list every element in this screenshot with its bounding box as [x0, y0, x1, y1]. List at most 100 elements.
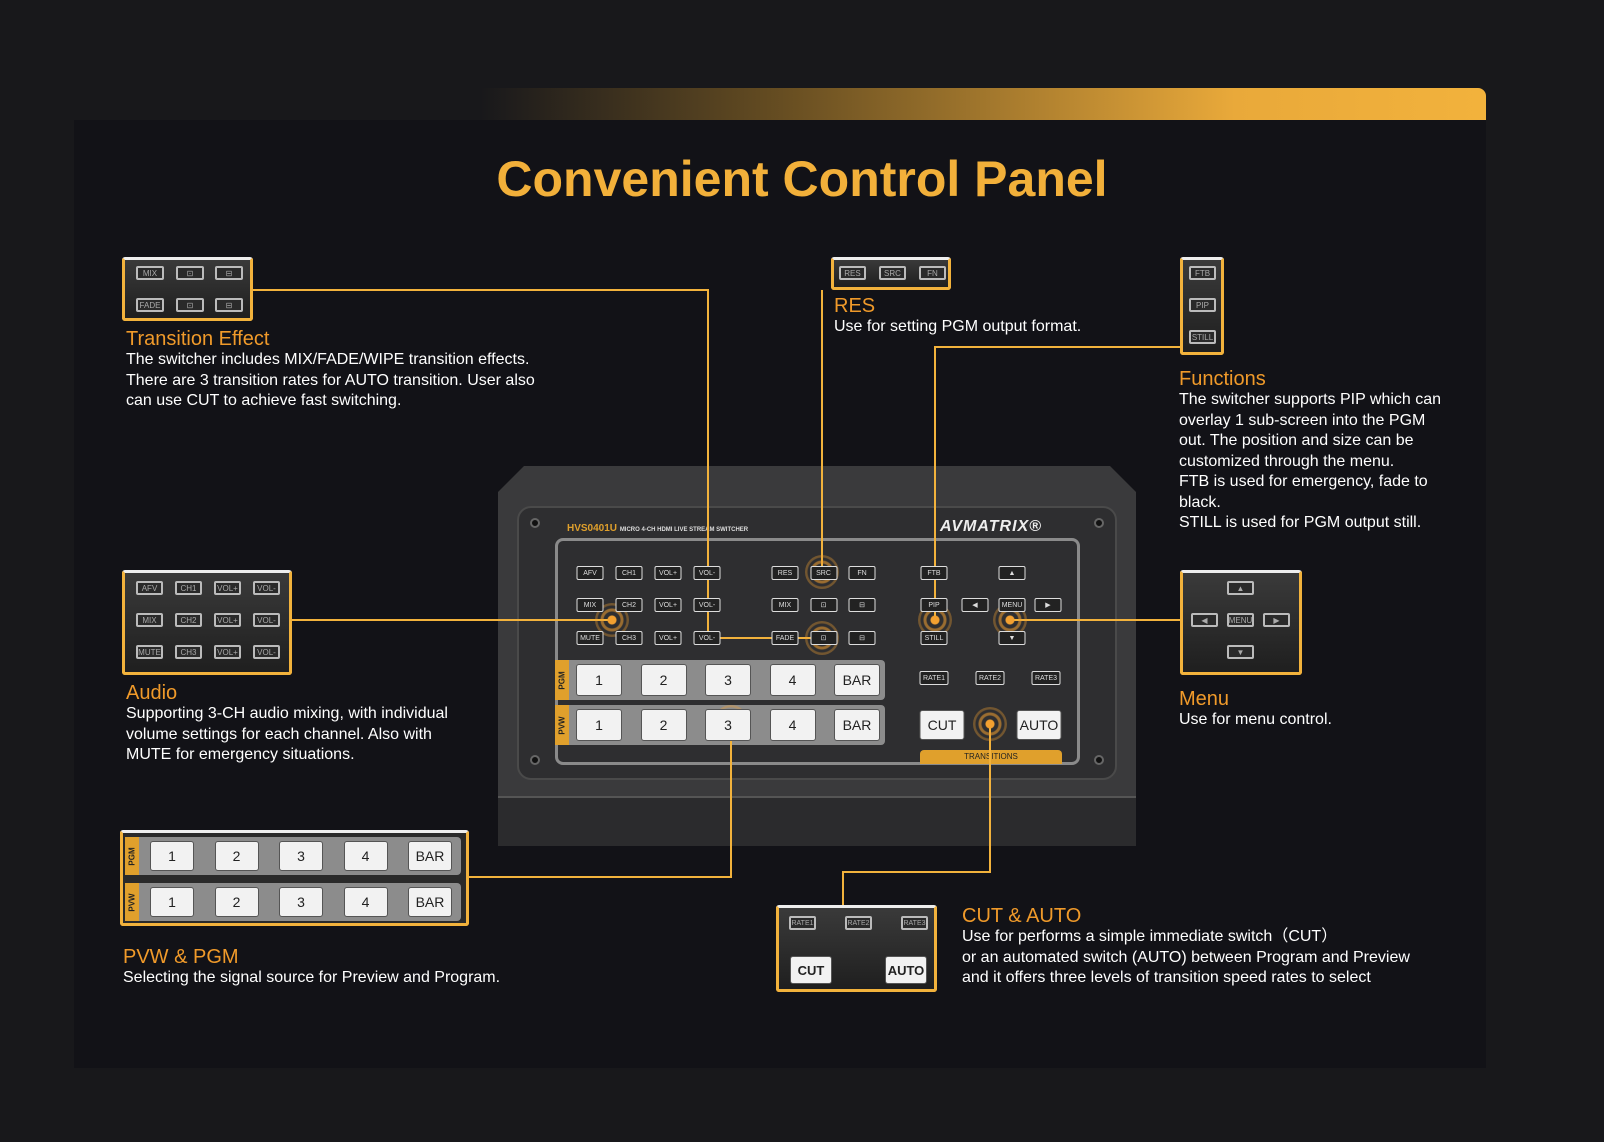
wipe-button-fade[interactable]: FADE [771, 631, 799, 645]
inset-button-res: RES [839, 266, 866, 280]
description-line: MUTE for emergency situations. [126, 746, 355, 763]
pvw-key-3[interactable]: 3 [705, 709, 751, 741]
button-src[interactable]: SRC [810, 566, 837, 580]
pvw-tag: PVW [555, 705, 569, 745]
pgm-key-2[interactable]: 2 [640, 664, 687, 696]
wipe-button-icon[interactable]: ⊡ [810, 598, 837, 612]
inset-button-icon: ⊟ [215, 266, 243, 280]
pvw-pgm-leader-line [468, 722, 732, 878]
description-line: STILL is used for PGM output still. [1179, 514, 1422, 531]
inset-key-2: 2 [214, 887, 259, 917]
audio-button-ch1[interactable]: CH1 [615, 566, 643, 580]
audio-button-vol[interactable]: VOL- [693, 598, 721, 612]
inset-button-icon: ▼ [1227, 645, 1254, 659]
arrow-right-button[interactable]: ▶ [1034, 598, 1062, 612]
description-line: black. [1179, 493, 1221, 511]
rate-button-2[interactable]: RATE2 [975, 671, 1005, 685]
pgm-key-bar[interactable]: BAR [834, 664, 880, 696]
pvw-key-1[interactable]: 1 [576, 709, 622, 741]
audio-button-ch2[interactable]: CH2 [615, 598, 643, 612]
menu-text: Use for menu control. [1179, 710, 1332, 731]
screw-icon [530, 518, 540, 528]
pgm-key-3[interactable]: 3 [705, 664, 751, 696]
arrow-left-button[interactable]: ◀ [961, 598, 989, 612]
cut-auto-title: CUT & AUTO [962, 905, 1082, 927]
inset-button-pip: PIP [1189, 298, 1216, 312]
inset-button-ftb: FTB [1189, 266, 1216, 280]
transition-effect-text: The switcher includes MIX/FADE/WIPE tran… [126, 350, 535, 412]
menu-title: Menu [1179, 688, 1230, 710]
audio-button-vol[interactable]: VOL+ [654, 598, 682, 612]
header-accent-bar [480, 88, 1486, 122]
inset-button-mix: MIX [136, 266, 164, 280]
audio-button-vol[interactable]: VOL- [693, 566, 721, 580]
description-line: out. The position and size can be [1179, 432, 1414, 449]
inset-rate-2: RATE2 [845, 916, 872, 930]
model-description: MICRO 4-CH HDMI LIVE STREAM SWITCHER [619, 527, 749, 533]
wipe-button-icon[interactable]: ⊟ [848, 631, 876, 645]
res-text: Use for setting PGM output format. [834, 317, 1081, 338]
arrow-up-button[interactable]: ▲ [998, 566, 1026, 580]
inset-button-mix: MIX [136, 613, 163, 627]
audio-button-vol[interactable]: VOL+ [654, 566, 682, 580]
inset-rate-3: RATE3 [901, 916, 928, 930]
functions-title: Functions [1179, 368, 1266, 390]
inset-auto-button: AUTO [885, 956, 927, 984]
highlight-ring-icon [973, 707, 1007, 741]
inset-button-fade: FADE [136, 298, 164, 312]
rate-button-3[interactable]: RATE3 [1031, 671, 1061, 685]
button-res[interactable]: RES [771, 566, 799, 580]
audio-button-ch3[interactable]: CH3 [615, 631, 643, 645]
menu-button[interactable]: MENU [998, 598, 1026, 612]
inset-button-vol: VOL+ [214, 581, 241, 595]
wipe-button-icon[interactable]: ⊟ [848, 598, 876, 612]
pvw-pgm-text: Selecting the signal source for Preview … [123, 968, 500, 989]
rate-button-1[interactable]: RATE1 [919, 671, 949, 685]
pvw-key-bar[interactable]: BAR [834, 709, 880, 741]
description-line: Use for menu control. [1179, 711, 1332, 728]
description-line: Use for setting PGM output format. [834, 318, 1082, 335]
audio-button-mute[interactable]: MUTE [576, 631, 604, 645]
arrow-down-button[interactable]: ▼ [998, 631, 1026, 645]
function-button-pip[interactable]: PIP [920, 598, 948, 612]
pvw-key-2[interactable]: 2 [640, 709, 687, 741]
auto-button[interactable]: AUTO [1016, 710, 1062, 740]
description-line: customized through the menu. [1179, 452, 1395, 470]
inset-key-3: 3 [279, 887, 323, 917]
pvw-key-4[interactable]: 4 [769, 709, 816, 741]
audio-button-vol[interactable]: VOL+ [654, 631, 682, 645]
button-fn[interactable]: FN [848, 566, 876, 580]
audio-button-mix[interactable]: MIX [576, 598, 604, 612]
pgm-key-1[interactable]: 1 [576, 664, 622, 696]
cut-button[interactable]: CUT [919, 710, 965, 740]
control-surface [555, 538, 1080, 765]
inset-button-ch3: CH3 [175, 645, 202, 659]
wipe-button-icon[interactable]: ⊡ [810, 631, 837, 645]
inset-button-icon: ◀ [1191, 613, 1218, 627]
pgm-key-4[interactable]: 4 [769, 664, 816, 696]
inset-button-vol: VOL- [253, 613, 280, 627]
transition-effect-title: Transition Effect [126, 328, 270, 350]
function-button-still[interactable]: STILL [920, 631, 948, 645]
pvw-pgm-title: PVW & PGM [123, 946, 239, 968]
inset-button-icon: ⊡ [176, 266, 204, 280]
description-line: Supporting 3-CH audio mixing, with indiv… [126, 705, 448, 722]
inset-button-ch2: CH2 [175, 613, 202, 627]
inset-button-vol: VOL- [253, 645, 280, 659]
description-line: There are 3 transition rates for AUTO tr… [126, 371, 535, 389]
audio-text: Supporting 3-CH audio mixing, with indiv… [126, 704, 448, 766]
audio-button-afv[interactable]: AFV [576, 566, 604, 580]
inset-key-2: 2 [214, 841, 259, 871]
inset-key-1: 1 [150, 887, 194, 917]
cut-auto-leader-line [842, 724, 991, 905]
cut-auto-text: Use for performs a simple immediate swit… [962, 927, 1410, 989]
function-button-ftb[interactable]: FTB [920, 566, 948, 580]
audio-button-vol[interactable]: VOL- [693, 631, 721, 645]
wipe-button-mix[interactable]: MIX [771, 598, 799, 612]
